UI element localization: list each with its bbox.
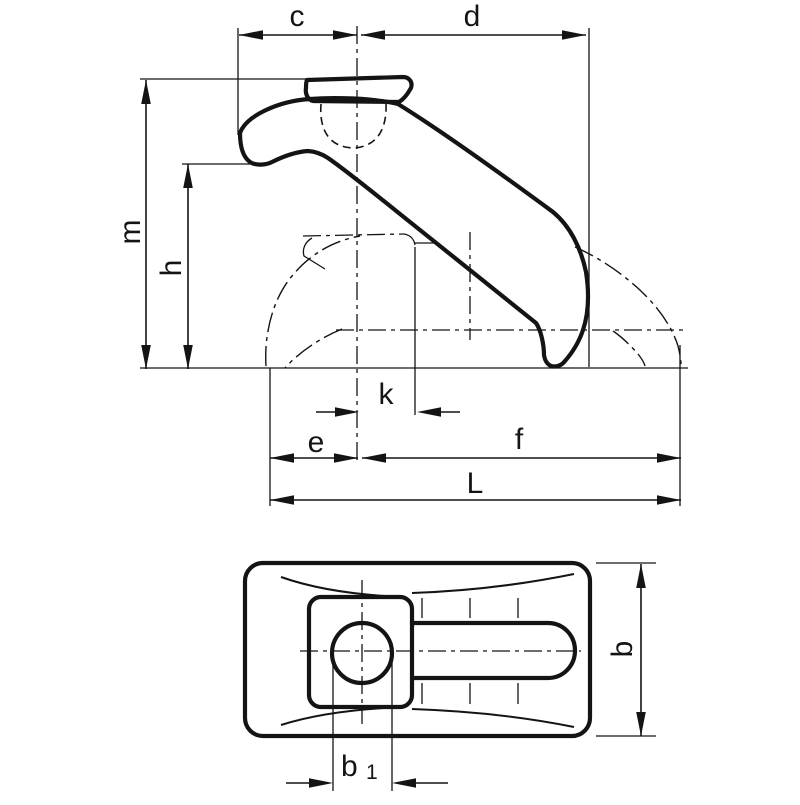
phantom-lowered-position-outline (265, 233, 682, 369)
side-view: c d m h k (114, 0, 688, 506)
arrowhead (362, 453, 386, 463)
phantom-pad-right-corner (403, 233, 416, 246)
dim-label-b1: b 1 (341, 750, 378, 784)
arrowhead (562, 30, 586, 40)
dimension-e: e (270, 426, 358, 463)
dimension-m: m (114, 80, 151, 369)
serration-lines (421, 598, 519, 704)
arrowhead (141, 345, 151, 369)
dimension-h: h (155, 164, 193, 369)
arrowhead (333, 30, 357, 40)
dim-label-b: b (606, 641, 639, 658)
arrowhead (392, 778, 416, 788)
dim-label-e: e (308, 426, 325, 459)
dim-label-k: k (379, 378, 395, 411)
dim-label-h: h (155, 260, 188, 277)
dimension-c: c (239, 0, 357, 40)
slot-outline (409, 620, 578, 681)
phantom-foot-arc-right (612, 330, 646, 367)
dimension-k: k (316, 378, 460, 417)
dimension-d: d (361, 0, 586, 40)
phantom-dome-arc-left (265, 235, 361, 367)
phantom-foot-arc-left (284, 328, 343, 369)
saddle-arc-top-right (411, 573, 575, 594)
arrowhead (417, 407, 441, 417)
clamp-arm-outline (237, 95, 591, 369)
dim-label-b1-main: b (341, 750, 358, 783)
arrowhead (657, 495, 681, 505)
phantom-pad-left-beak (302, 237, 326, 270)
arrowhead (657, 453, 681, 463)
phantom-pad-top-line (302, 233, 405, 237)
plan-view: b b 1 (242, 560, 656, 791)
arrowhead (636, 564, 646, 588)
arrowhead (239, 30, 263, 40)
arrowhead (270, 495, 294, 505)
dim-label-f: f (515, 423, 524, 456)
dimension-L: L (270, 467, 681, 505)
phantom-dome-arc-right (574, 246, 682, 367)
arrowhead (141, 80, 151, 104)
saddle-arc-bottom-left (280, 706, 403, 726)
arrowhead (309, 778, 333, 788)
base-body-outline (242, 560, 593, 739)
dimension-f: f (362, 423, 681, 463)
arrowhead (636, 712, 646, 736)
boss-square-outline (306, 594, 415, 710)
dim-label-L: L (467, 467, 484, 500)
saddle-arc-top-left (280, 576, 403, 598)
dim-label-d: d (464, 0, 481, 33)
arrowhead (334, 453, 358, 463)
arrowhead (361, 30, 385, 40)
arrowhead (183, 164, 193, 188)
arrowhead (270, 453, 294, 463)
extension-lines-side-view (140, 28, 681, 506)
arrowhead (335, 407, 359, 417)
saddle-arc-bottom-right (411, 708, 575, 728)
clamp-pad-outline (303, 74, 414, 105)
arrowhead (183, 345, 193, 369)
dim-label-m: m (114, 220, 147, 245)
dim-label-b1-subscript: 1 (366, 761, 378, 784)
dimension-b1: b 1 (286, 656, 448, 791)
dimension-b: b (596, 562, 656, 737)
spherical-seat-hidden-arc (319, 103, 387, 149)
dim-label-c: c (290, 0, 305, 33)
